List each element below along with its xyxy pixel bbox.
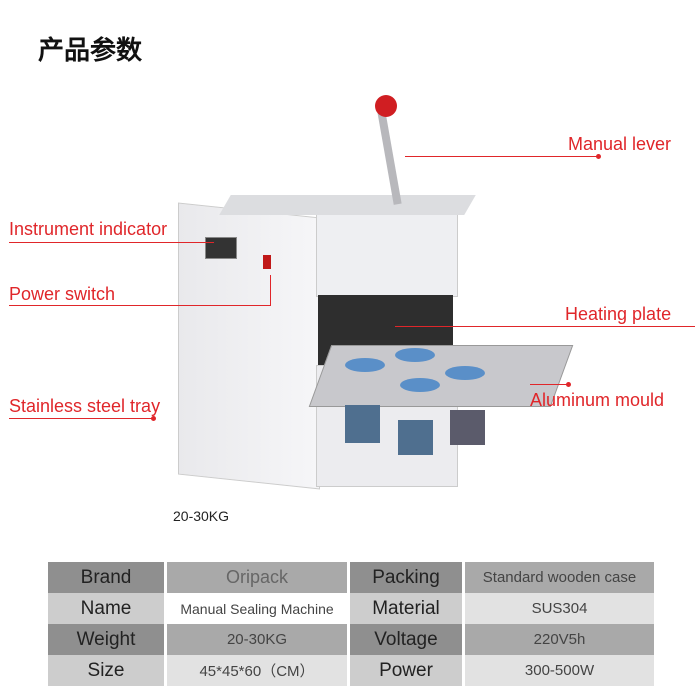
callout-aluminum-mould: Aluminum mould	[530, 390, 665, 410]
table-row: Weight 20-30KG Voltage 220V5h	[48, 624, 654, 655]
spec-label: Packing	[350, 562, 462, 593]
table-row: Size 45*45*60（CM） Power 300-500W	[48, 655, 654, 686]
spec-value: SUS304	[465, 593, 654, 624]
spec-label: Name	[48, 593, 164, 624]
spec-label: Power	[350, 655, 462, 686]
spec-label: Weight	[48, 624, 164, 655]
spec-value: Oripack	[167, 562, 347, 593]
manual-lever	[376, 105, 402, 205]
instrument-display	[205, 237, 237, 259]
power-switch-button	[263, 255, 271, 269]
lever-knob	[375, 95, 397, 117]
spec-value: 300-500W	[465, 655, 654, 686]
spec-value: Standard wooden case	[465, 562, 654, 593]
spec-value: 45*45*60（CM）	[167, 655, 347, 686]
spec-value: 20-30KG	[167, 624, 347, 655]
spec-value: Manual Sealing Machine	[167, 593, 347, 624]
table-row: Name Manual Sealing Machine Material SUS…	[48, 593, 654, 624]
spec-label: Brand	[48, 562, 164, 593]
spec-table: Brand Oripack Packing Standard wooden ca…	[45, 562, 657, 686]
weight-caption: 20-30KG	[173, 508, 230, 524]
table-row: Brand Oripack Packing Standard wooden ca…	[48, 562, 654, 593]
callout-instrument-indicator: Instrument indicator	[9, 219, 168, 239]
spec-value: 220V5h	[465, 624, 654, 655]
page-title: 产品参数	[38, 36, 143, 66]
callout-stainless-steel-tray: Stainless steel tray	[9, 396, 161, 416]
spec-label: Voltage	[350, 624, 462, 655]
spec-label: Size	[48, 655, 164, 686]
callout-power-switch: Power switch	[9, 284, 116, 304]
spec-label: Material	[350, 593, 462, 624]
callout-heating-plate: Heating plate	[565, 304, 672, 324]
callout-manual-lever: Manual lever	[568, 134, 672, 154]
